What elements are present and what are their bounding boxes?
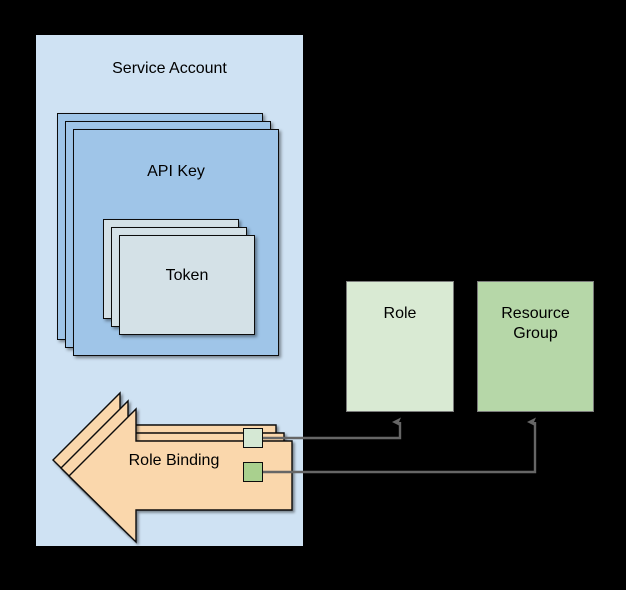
role-binding-stack[interactable]: Role Binding	[44, 368, 293, 544]
role-binding-label: Role Binding	[128, 452, 220, 469]
token-label: Token	[165, 267, 209, 284]
resource-group-port[interactable]	[243, 462, 263, 482]
role-box-label: Role	[383, 305, 417, 322]
role-binding-arrow-front	[68, 407, 293, 544]
token-stack[interactable]: Token	[103, 219, 255, 335]
service-account-label: Service Account	[112, 60, 227, 77]
token-card-front[interactable]: Token	[119, 235, 255, 335]
resource-group-box-label: Resource Group	[501, 305, 570, 342]
connector-resource-group	[263, 417, 537, 474]
api-key-label: API Key	[147, 163, 205, 180]
role-binding-arrow-shapes	[52, 391, 293, 544]
resource-group-box[interactable]: Resource Group	[477, 281, 594, 412]
role-box[interactable]: Role	[346, 281, 454, 412]
role-port[interactable]	[243, 428, 263, 448]
